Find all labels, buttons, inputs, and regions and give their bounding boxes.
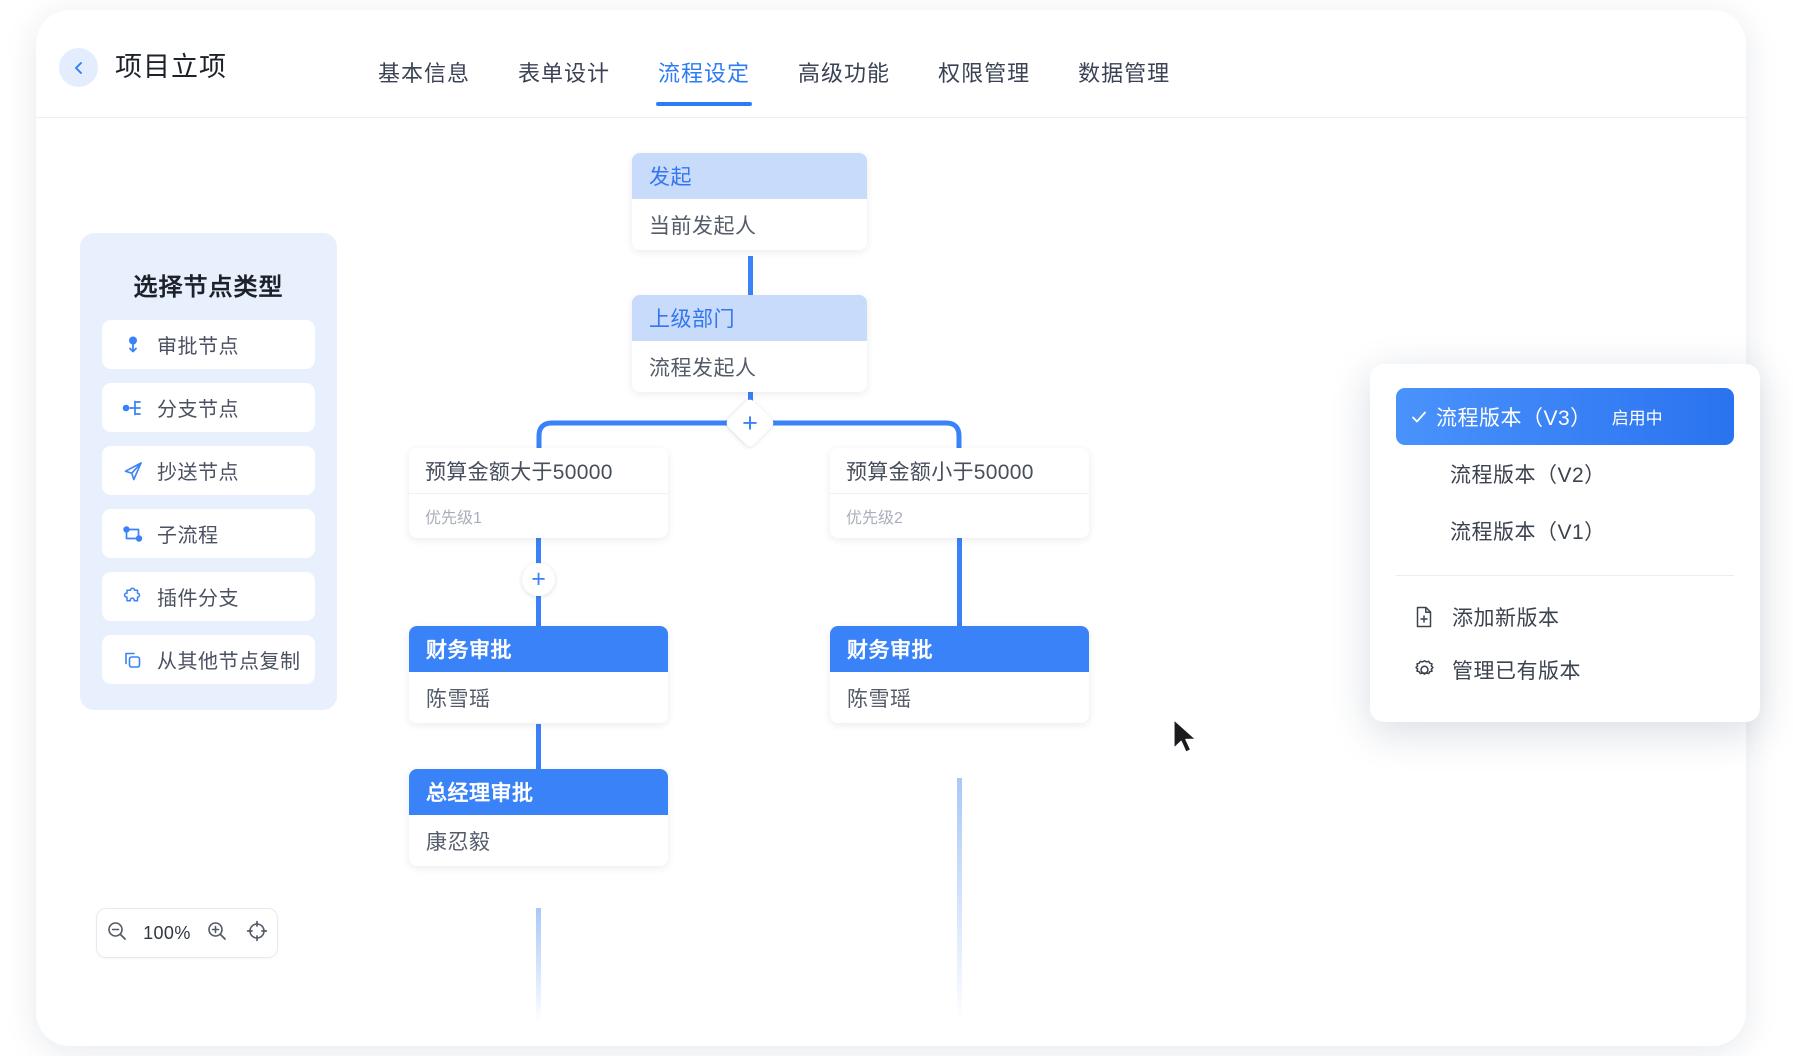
flow-node-body: 陈雪瑶 [409,672,668,723]
flow-node-header: 上级部门 [632,295,867,341]
tab-data-management[interactable]: 数据管理 [1078,61,1171,86]
version-label: 流程版本（V2） [1450,463,1606,487]
connector-gm-left-tail [536,908,541,1023]
zoom-in-button[interactable] [203,919,231,947]
zoom-toolbar: 100% [96,908,278,958]
condition-title: 预算金额大于50000 [425,460,613,484]
tab-permissions[interactable]: 权限管理 [938,61,1031,86]
version-option-v2[interactable]: 流程版本（V2） [1396,445,1734,502]
version-label: 流程版本（V1） [1450,520,1606,544]
dropdown-divider [1396,575,1734,576]
chevron-left-icon [70,59,88,77]
back-button[interactable] [59,48,98,87]
condition-title: 预算金额小于50000 [846,460,1034,484]
flow-canvas[interactable]: 选择节点类型 审批节点 [36,118,1746,1046]
header: 项目立项 基本信息 表单设计 流程设定 高级功能 权限管理 数据管理 [36,10,1746,118]
palette-item-branch-node[interactable]: 分支节点 [102,383,315,432]
flow-node-body: 当前发起人 [632,199,867,250]
tab-form-design[interactable]: 表单设计 [518,61,611,86]
palette-item-subprocess[interactable]: 子流程 [102,509,315,558]
flow-node-header: 财务审批 [409,626,668,672]
app-window: 项目立项 基本信息 表单设计 流程设定 高级功能 权限管理 数据管理 [36,10,1746,1046]
action-label: 管理已有版本 [1452,659,1581,683]
send-paper-plane-icon [121,459,145,483]
copy-icon [121,648,145,672]
flow-node-finance-approval-right[interactable]: 财务审批 陈雪瑶 [830,626,1089,723]
check-icon [1410,408,1436,426]
gear-icon [1410,656,1438,684]
flow-node-finance-approval-left[interactable]: 财务审批 陈雪瑶 [409,626,668,723]
node-type-palette: 选择节点类型 审批节点 [80,233,337,710]
palette-item-label: 抄送节点 [157,462,239,484]
connector-cond-left-to-plus [536,537,541,571]
tab-flow-settings[interactable]: 流程设定 [656,50,753,106]
branch-icon [121,396,145,420]
file-plus-icon [1410,603,1438,631]
palette-item-label: 审批节点 [157,336,239,358]
action-label: 添加新版本 [1452,606,1560,630]
palette-item-label: 子流程 [157,525,219,547]
connector-finance-to-gm-left [536,724,541,772]
flow-node-start[interactable]: 发起 当前发起人 [632,153,867,250]
fit-to-screen-icon [246,920,268,947]
branch-condition-left[interactable]: 预算金额大于50000 优先级1 [409,448,668,538]
connector-start-to-superior [748,256,753,296]
palette-item-approval-node[interactable]: 审批节点 [102,320,315,369]
connector-finance-right-tail [957,778,962,1023]
zoom-in-icon [206,920,228,947]
zoom-out-icon [106,920,128,947]
flow-node-header: 总经理审批 [409,769,668,815]
flow-node-superior-dept[interactable]: 上级部门 流程发起人 [632,295,867,392]
palette-item-label: 插件分支 [157,588,239,610]
tab-bar: 基本信息 表单设计 流程设定 高级功能 权限管理 数据管理 [376,50,1172,106]
zoom-out-button[interactable] [103,919,131,947]
palette-item-plugin-branch[interactable]: 插件分支 [102,572,315,621]
approval-pin-icon [121,333,145,357]
version-option-v3[interactable]: 流程版本（V3） 启用中 [1396,388,1734,445]
branch-condition-right[interactable]: 预算金额小于50000 优先级2 [830,448,1089,538]
version-option-v1[interactable]: 流程版本（V1） [1396,502,1734,559]
subprocess-icon [121,522,145,546]
connector-plus-to-finance-left [536,596,541,628]
flow-node-header: 发起 [632,153,867,199]
flow-node-gm-approval[interactable]: 总经理审批 康忍毅 [409,769,668,866]
tab-basic-info[interactable]: 基本信息 [378,61,471,86]
add-node-left-button[interactable]: + [522,563,555,596]
fit-to-screen-button[interactable] [243,919,271,947]
manage-versions-button[interactable]: 管理已有版本 [1396,643,1734,696]
flow-diagram: 发起 当前发起人 上级部门 流程发起人 + 预算金额大于50000 优先级1 [36,118,1746,1046]
zoom-level-label: 100% [143,922,191,943]
flow-node-header: 财务审批 [830,626,1089,672]
flow-version-dropdown: 流程版本（V3） 启用中 流程版本（V2） 流程版本（V1） 添加新版本 [1370,364,1760,722]
flow-node-body: 康忍毅 [409,815,668,866]
palette-item-label: 从其他节点复制 [157,651,301,673]
palette-item-label: 分支节点 [157,399,239,421]
flow-node-body: 陈雪瑶 [830,672,1089,723]
flow-node-body: 流程发起人 [632,341,867,392]
connector-cond-right-to-finance [957,537,962,627]
version-label: 流程版本（V3） [1436,406,1592,430]
page-title: 项目立项 [115,52,227,82]
palette-item-copy-from-node[interactable]: 从其他节点复制 [102,635,315,684]
palette-title: 选择节点类型 [133,274,284,301]
branch-connectors [536,420,962,461]
status-badge: 启用中 [1611,409,1663,428]
condition-priority: 优先级1 [409,493,668,538]
condition-priority: 优先级2 [830,493,1089,538]
puzzle-plugin-icon [121,585,145,609]
palette-item-cc-node[interactable]: 抄送节点 [102,446,315,495]
tab-advanced[interactable]: 高级功能 [798,61,891,86]
add-new-version-button[interactable]: 添加新版本 [1396,590,1734,643]
